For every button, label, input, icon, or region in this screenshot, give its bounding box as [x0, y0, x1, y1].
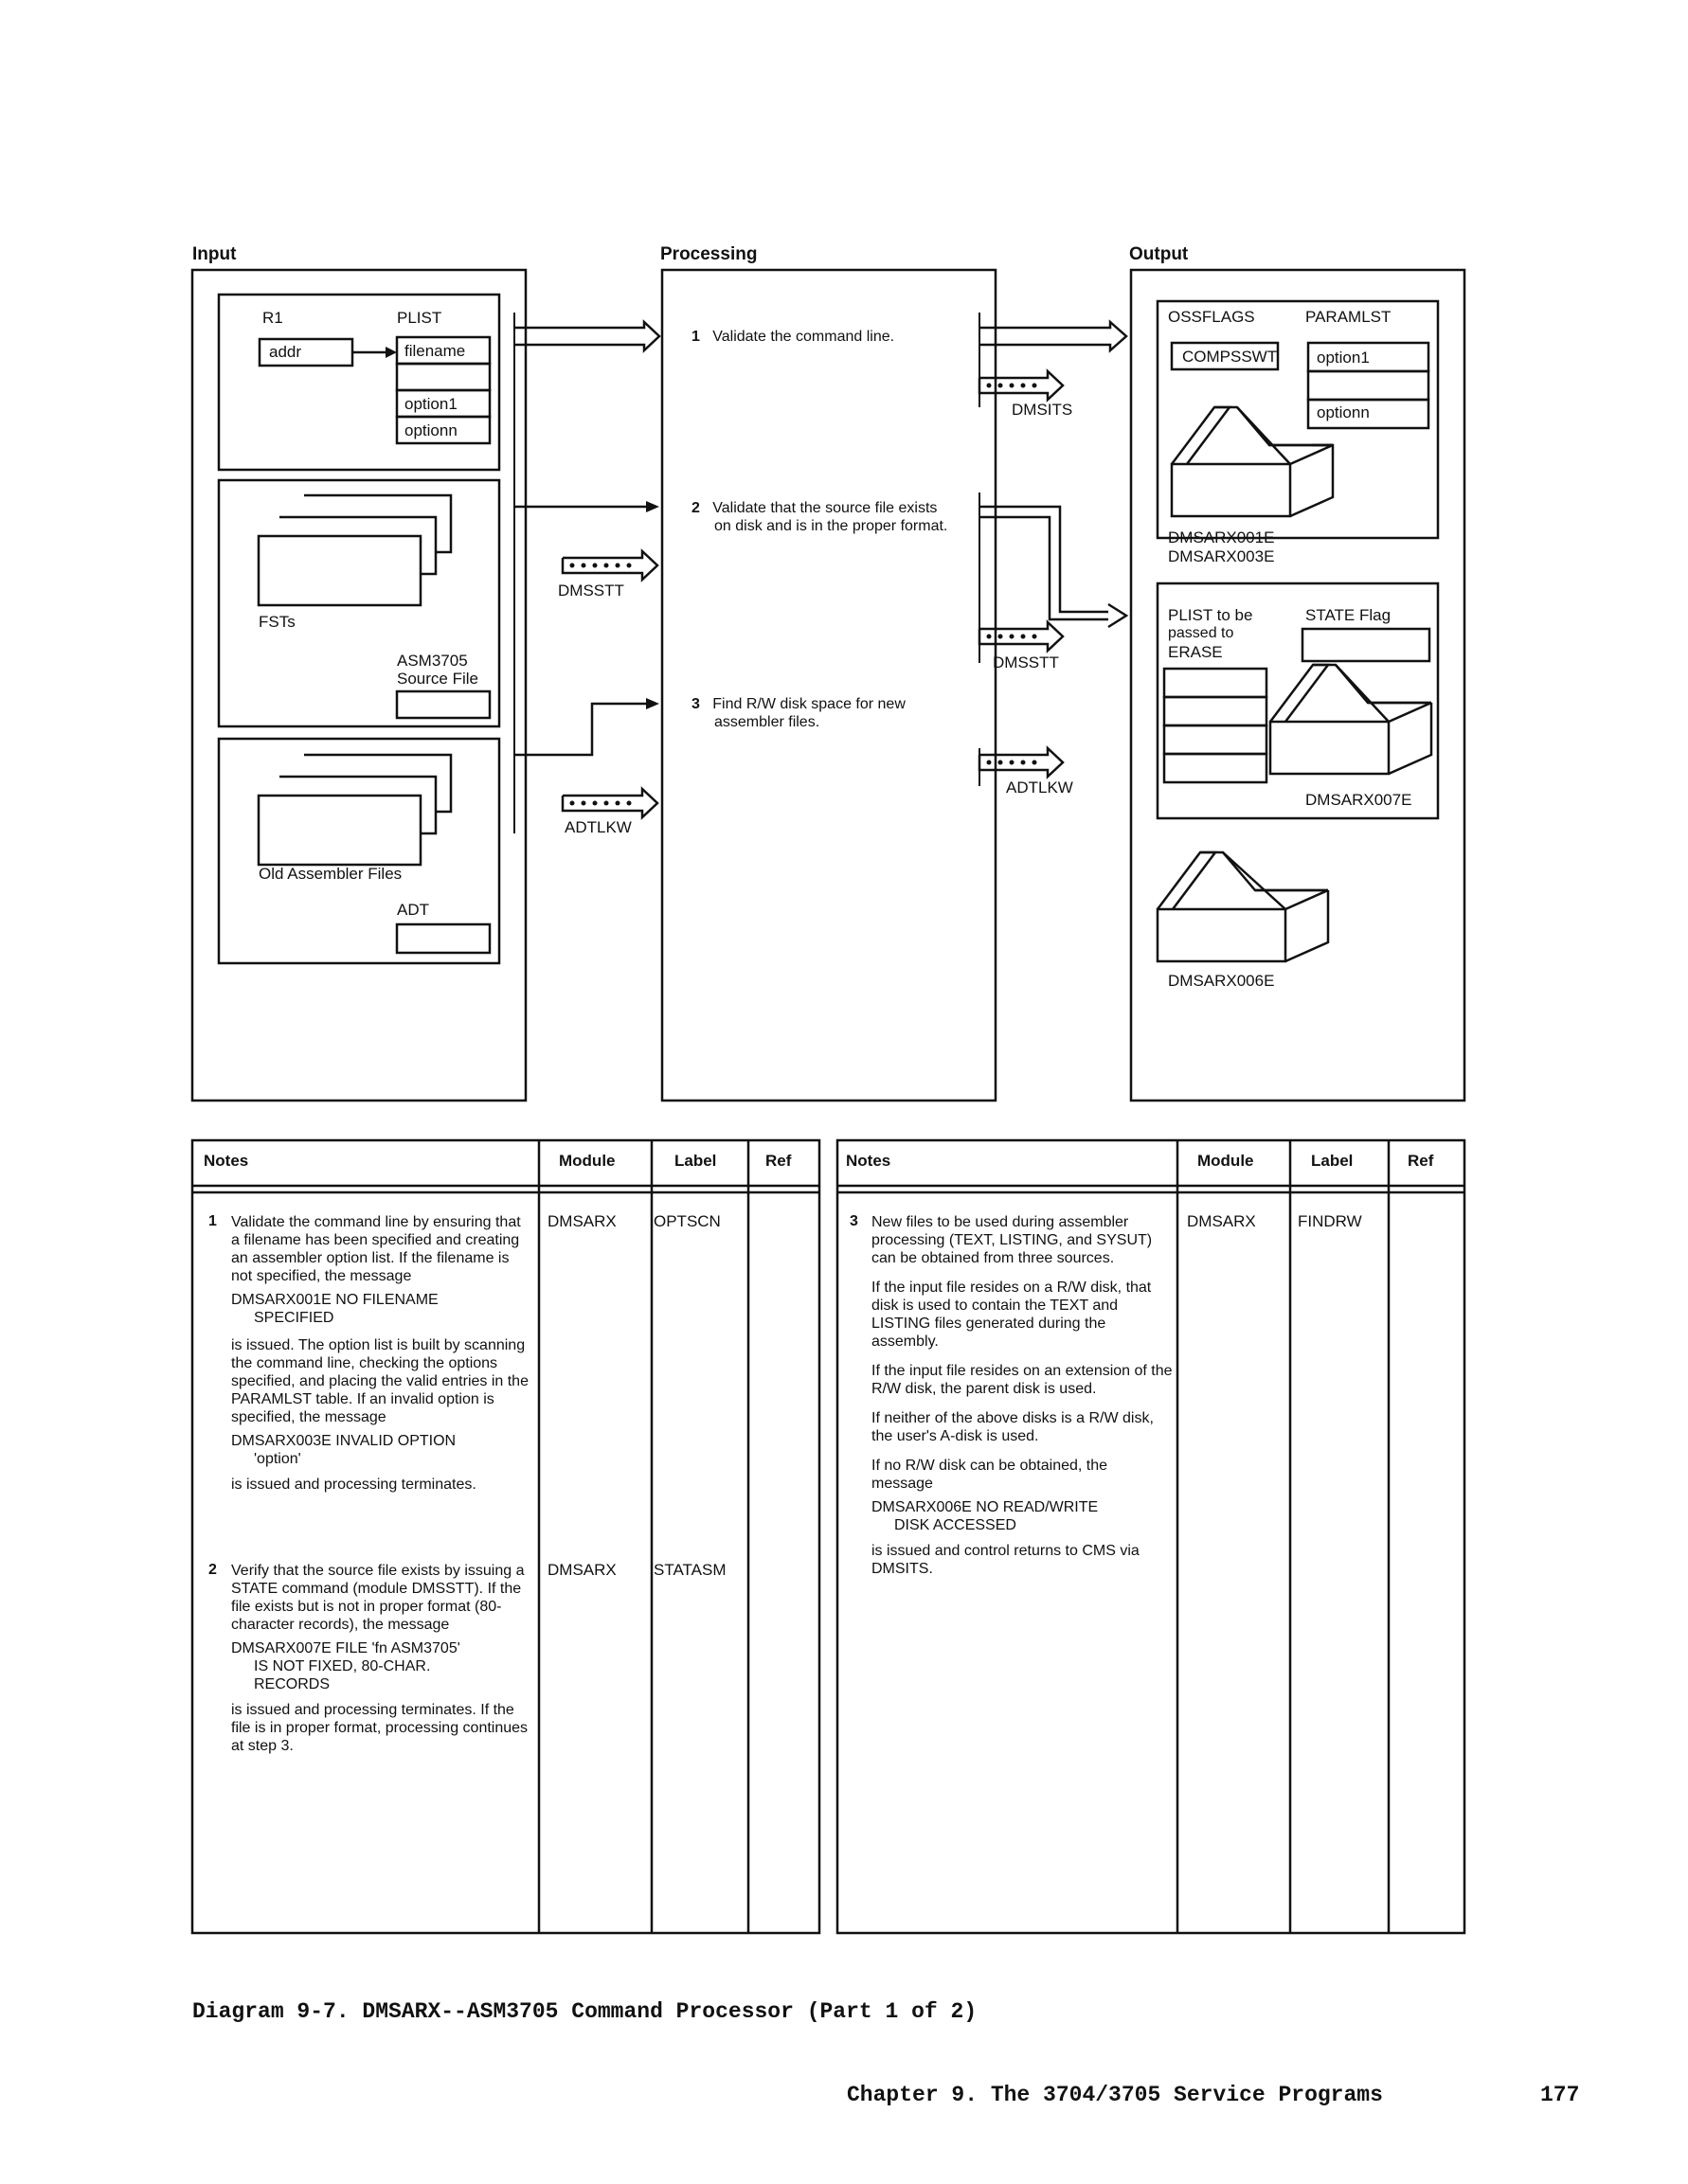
- disk-shape-3: [1158, 852, 1328, 961]
- note-para: If neither of the above disks is a R/W d…: [871, 1409, 1173, 1445]
- asm-source-label-2: Source File: [397, 670, 478, 689]
- note-message: SPECIFIED: [254, 1309, 532, 1327]
- paramlst-label: PARAMLST: [1305, 308, 1391, 327]
- step-3-text-2: assembler files.: [714, 714, 819, 730]
- note-message: DISK ACCESSED: [894, 1516, 1173, 1534]
- plist-item-filename: filename: [404, 342, 465, 361]
- note-para: is issued and processing terminates. If …: [231, 1701, 532, 1755]
- output-msg-006e: DMSARX006E: [1168, 972, 1274, 991]
- addr-label: addr: [269, 343, 301, 362]
- step-3-text-1: Find R/W disk space for new: [712, 696, 906, 712]
- plist-erase-label-3: ERASE: [1168, 643, 1223, 662]
- chapter-footer: Chapter 9. The 3704/3705 Service Program…: [847, 2083, 1383, 2107]
- note-message: DMSARX007E FILE 'fn ASM3705': [231, 1639, 532, 1657]
- right-table-header-label: Label: [1311, 1152, 1353, 1171]
- left-row-1-notes: Validate the command line by ensuring th…: [231, 1213, 532, 1505]
- right-module-dmsits: DMSITS: [1012, 401, 1072, 420]
- note-message: DMSARX006E NO READ/WRITE: [871, 1498, 1173, 1516]
- step-1-number: 1: [691, 329, 700, 345]
- disk-shape-2: [1270, 665, 1431, 774]
- note-message: IS NOT FIXED, 80-CHAR.: [254, 1657, 532, 1675]
- plist-item-optionn: optionn: [404, 421, 458, 440]
- step-2-number: 2: [691, 500, 700, 516]
- old-files-label: Old Assembler Files: [259, 865, 402, 884]
- plist-erase-label-1: PLIST to be: [1168, 606, 1252, 625]
- step-2-text-1: Validate that the source file exists: [712, 500, 937, 516]
- output-msg-001e: DMSARX001E: [1168, 528, 1274, 547]
- right-module-dmsstt: DMSSTT: [993, 653, 1059, 672]
- right-row-3-notes: New files to be used during assembler pr…: [871, 1213, 1173, 1589]
- note-message: RECORDS: [254, 1675, 532, 1693]
- note-para: Verify that the source file exists by is…: [231, 1562, 532, 1634]
- right-table-header-notes: Notes: [846, 1152, 890, 1171]
- note-message: 'option': [254, 1450, 532, 1468]
- output-msg-003e: DMSARX003E: [1168, 547, 1274, 566]
- page-number: 177: [1540, 2083, 1579, 2107]
- note-para: If the input file resides on an extensio…: [871, 1362, 1173, 1398]
- left-table-header-module: Module: [559, 1152, 616, 1171]
- step-3: 3 Find R/W disk space for new assembler …: [691, 695, 906, 731]
- state-flag-label: STATE Flag: [1305, 606, 1391, 625]
- note-para: is issued and processing terminates.: [231, 1476, 532, 1494]
- output-msg-007e: DMSARX007E: [1305, 791, 1411, 810]
- step-2-text-2: on disk and is in the proper format.: [714, 518, 947, 534]
- compsswt-label: COMPSSWT: [1182, 348, 1277, 367]
- adt-label: ADT: [397, 901, 429, 920]
- left-row-1-label: OPTSCN: [654, 1212, 721, 1231]
- r1-label: R1: [262, 309, 283, 328]
- left-module-dmsstt: DMSSTT: [558, 582, 624, 600]
- fsts-label: FSTs: [259, 613, 296, 632]
- note-para: New files to be used during assembler pr…: [871, 1213, 1173, 1267]
- left-table-header-label: Label: [674, 1152, 716, 1171]
- note-para: If the input file resides on a R/W disk,…: [871, 1279, 1173, 1351]
- paramlst-item-optionn: optionn: [1317, 403, 1370, 422]
- left-module-adtlkw: ADTLKW: [565, 818, 632, 837]
- step-2: 2 Validate that the source file exists o…: [691, 499, 947, 535]
- right-table-header-module: Module: [1197, 1152, 1254, 1171]
- note-para: Validate the command line by ensuring th…: [231, 1213, 532, 1285]
- note-message: DMSARX001E NO FILENAME: [231, 1291, 532, 1309]
- note-message: DMSARX003E INVALID OPTION: [231, 1432, 532, 1450]
- left-row-2-number: 2: [208, 1561, 217, 1579]
- note-para: If no R/W disk can be obtained, the mess…: [871, 1457, 1173, 1493]
- left-row-2-label: STATASM: [654, 1561, 727, 1580]
- plist-label: PLIST: [397, 309, 441, 328]
- plist-erase-label-2: passed to: [1168, 625, 1233, 642]
- diagram-caption: Diagram 9-7. DMSARX--ASM3705 Command Pro…: [192, 1999, 977, 2024]
- note-para: is issued. The option list is built by s…: [231, 1336, 532, 1426]
- right-table-header-ref: Ref: [1408, 1152, 1433, 1171]
- right-row-3-module: DMSARX: [1187, 1212, 1256, 1231]
- left-row-1-module: DMSARX: [548, 1212, 617, 1231]
- right-row-3-label: FINDRW: [1298, 1212, 1362, 1231]
- asm-source-label-1: ASM3705: [397, 652, 468, 671]
- step-1-text: Validate the command line.: [712, 329, 894, 345]
- left-table-header-ref: Ref: [765, 1152, 791, 1171]
- left-row-2-notes: Verify that the source file exists by is…: [231, 1562, 532, 1766]
- step-3-number: 3: [691, 696, 700, 712]
- left-row-1-number: 1: [208, 1212, 217, 1230]
- processing-column-box: [662, 270, 996, 1101]
- paramlst-item-option1: option1: [1317, 349, 1370, 367]
- right-module-adtlkw: ADTLKW: [1006, 779, 1073, 797]
- plist-item-option1: option1: [404, 395, 458, 414]
- left-table-header-notes: Notes: [204, 1152, 248, 1171]
- ossflags-label: OSSFLAGS: [1168, 308, 1255, 327]
- note-para: is issued and control returns to CMS via…: [871, 1542, 1173, 1578]
- right-row-3-number: 3: [850, 1212, 858, 1230]
- step-1: 1 Validate the command line.: [691, 328, 894, 346]
- left-row-2-module: DMSARX: [548, 1561, 617, 1580]
